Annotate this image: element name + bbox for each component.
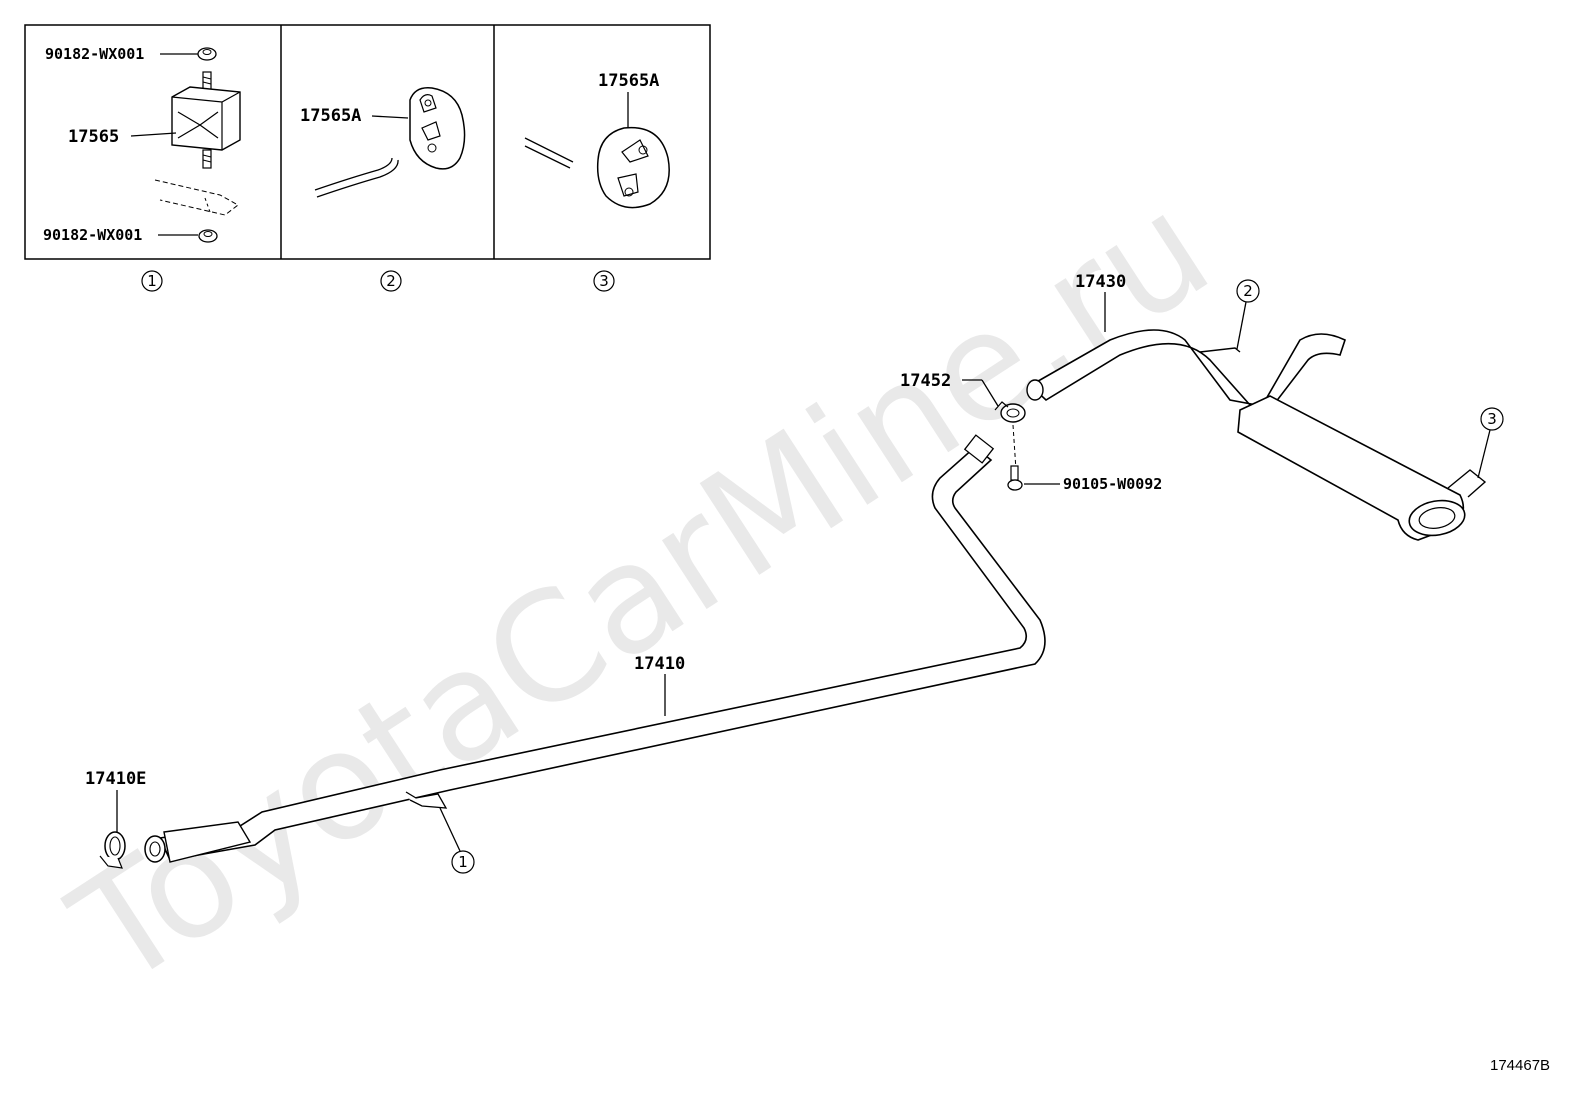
inset-number-2: 2 [380,270,402,292]
front-pipe [144,434,1046,863]
nut-icon [197,47,217,61]
callout-rear-hanger: 2 [1236,279,1260,350]
svg-text:1: 1 [458,853,468,871]
part-label-17430: 17430 [1075,272,1126,292]
inset-1-nut-top-label: 90182-WX001 [45,45,144,63]
diagram-reference: 174467B [1490,1057,1550,1074]
inset-3-hanger-label: 17565A [598,71,659,91]
rubber-mount-icon [171,86,241,151]
inset-panel [24,24,711,260]
nut-icon [198,229,218,243]
inset-2-hanger-label: 17565A [300,106,361,126]
inset-number-1: 1 [141,270,163,292]
clamp-icon [99,831,126,869]
tail-pipe-assembly [1026,329,1487,541]
gasket-ring [994,401,1026,423]
callout-tail-hanger: 3 [1477,407,1504,479]
part-label-90105-W0092: 90105-W0092 [1063,475,1162,493]
part-label-17410E: 17410E [85,769,146,789]
svg-text:2: 2 [1243,282,1253,300]
rubber-hanger-icon [409,87,466,170]
inset-3: 17565A [524,71,670,209]
inset-1: 90182-WX001 17565 90182-WX001 [43,45,241,244]
part-label-17452: 17452 [900,371,951,391]
bolt-icon [1007,465,1023,491]
inset-number-3: 3 [593,270,615,292]
inset-2: 17565A [300,87,466,198]
svg-text:3: 3 [1487,410,1497,428]
callout-front-hanger: 1 [439,807,475,874]
svg-text:2: 2 [386,272,396,290]
watermark: ToyotaCarMine.ru [44,161,1239,1021]
part-label-17410: 17410 [634,654,685,674]
svg-text:3: 3 [599,272,609,290]
svg-text:1: 1 [147,272,157,290]
inset-1-nut-bottom-label: 90182-WX001 [43,226,142,244]
muffler [1237,395,1466,541]
inset-1-mount-label: 17565 [68,127,119,147]
rubber-hanger-icon [596,126,670,209]
